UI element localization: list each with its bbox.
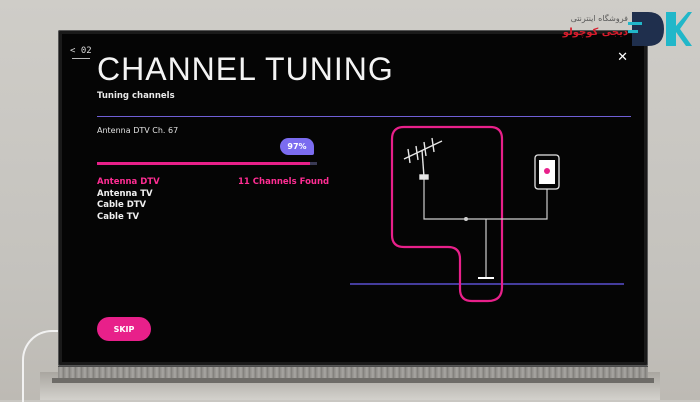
mobile-device-icon (534, 154, 560, 190)
progress-percent-badge: 97% (280, 138, 314, 155)
channels-found-label: 11 Channels Found (238, 177, 330, 187)
tv-stand (58, 366, 648, 379)
tuning-progress-fill (97, 162, 311, 165)
header-divider (97, 116, 631, 117)
back-underline (72, 58, 90, 59)
tv-stand-base (52, 378, 654, 383)
tuning-progress-bar (97, 162, 317, 165)
page-title: CHANNEL TUNING (97, 51, 394, 87)
source-item: Antenna DTV (97, 177, 160, 187)
watermark-line1: فروشگاه اینترنتی (570, 14, 628, 23)
power-cable (22, 330, 64, 402)
source-item: Antenna TV (97, 188, 153, 199)
back-button[interactable]: < 02 (70, 46, 92, 56)
source-list: Antenna DTV Antenna TV Cable DTV Cable T… (97, 177, 160, 223)
current-channel-label: Antenna DTV Ch. 67 (97, 126, 179, 135)
source-item: Cable TV (97, 211, 140, 222)
connection-diagram (350, 125, 624, 303)
dk-logo-icon (628, 12, 692, 46)
skip-button[interactable]: SKIP (97, 317, 151, 341)
watermark-line2: دیجی کوچولو (562, 27, 628, 38)
cable-line (423, 177, 548, 220)
source-item: Cable DTV (97, 200, 147, 210)
tv-screen: < 02 CHANNEL TUNING ✕ Tuning channels An… (62, 34, 644, 362)
antenna-icon (403, 137, 443, 180)
cable-junction (464, 217, 468, 221)
tv-outline-highlight (390, 125, 504, 303)
close-button[interactable]: ✕ (617, 50, 628, 65)
page-subtitle: Tuning channels (97, 91, 175, 101)
